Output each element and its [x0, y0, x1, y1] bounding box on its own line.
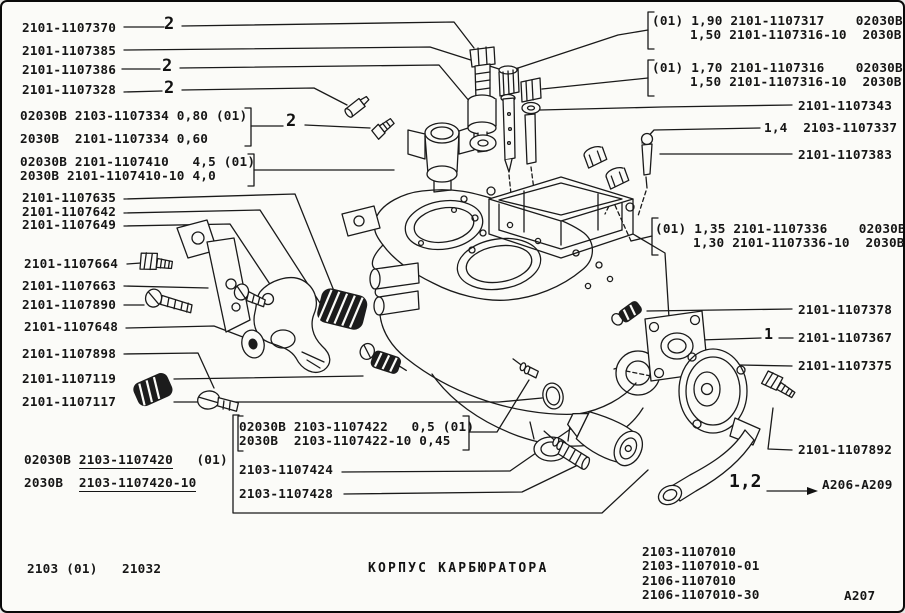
- short-screw-part: [233, 283, 266, 308]
- part-option-label: 02030В 2103-1107334 0,80 (01): [20, 108, 248, 123]
- part-label: 2101-1107664: [24, 256, 119, 271]
- part-option-label: 1,30 2101-1107336-10 2030В: [693, 235, 905, 250]
- assembly-number: 2106-1107010-30: [642, 587, 760, 602]
- part-label: 2101-1107343: [798, 98, 893, 113]
- part-option-label: 2030В 2103-1107422-10 0,45: [239, 433, 451, 448]
- part-label: 2101-1107890: [22, 297, 117, 312]
- model-code: 2103 (01): [27, 561, 98, 576]
- needle-screw-part: [637, 132, 654, 217]
- needle-valve-part: [543, 430, 591, 470]
- part-label: 2101-1107383: [798, 147, 893, 162]
- part-label: 2101-1107635: [22, 190, 117, 205]
- part-option-label: 2030В 2103-1107420-10: [24, 475, 197, 492]
- figure-range-reference: А206-А209: [822, 477, 893, 492]
- quantity-callout: 2: [164, 78, 175, 98]
- carburetor-body-drawing: [133, 46, 796, 506]
- part-label: 2103-1107424: [239, 462, 334, 477]
- part-label: 2101-1107375: [798, 358, 893, 373]
- part-option-label: 02030В 2101-1107410 4,5 (01): [20, 154, 256, 169]
- emulsion-tube-part: [498, 65, 520, 195]
- part-option-label: (01) 1,35 2101-1107336 02030В: [655, 221, 905, 236]
- plunger-valve-part: [567, 411, 644, 467]
- part-option-label: (01) 1,70 2101-1107316 02030В: [652, 60, 903, 75]
- leader-lines: [121, 11, 818, 514]
- quantity-callout: 2: [162, 56, 173, 76]
- part-label: 2101-1107642: [22, 204, 117, 219]
- main-jet-holder-part: [467, 46, 497, 153]
- part-label: 2101-1107378: [798, 302, 893, 317]
- part-option-label: 2030В 2101-1107410-10 4,0: [20, 168, 216, 183]
- spring-screw-part: [359, 342, 407, 374]
- part-label: 1,4 2103-1107337: [764, 120, 898, 135]
- float-bowl: [486, 176, 635, 259]
- part-label: 2101-1107119: [22, 371, 117, 386]
- lever-part: [253, 277, 331, 373]
- part-label: 2101-1107648: [24, 319, 119, 334]
- small-spring-part: [133, 373, 173, 407]
- part-label: 2101-1107328: [22, 82, 117, 97]
- part-label: 2101-1107386: [22, 62, 117, 77]
- part-label: 2101-1107663: [22, 278, 117, 293]
- page-title: КОРПУС КАРБЮРАТОРА: [368, 561, 549, 576]
- air-jet-part: [520, 77, 542, 191]
- part-option-label: 1,50 2101-1107316-10 2030В: [690, 27, 902, 42]
- part-option-label: (01) 1,90 2101-1107317 02030В: [652, 13, 903, 28]
- pan-screw-part: [197, 390, 239, 412]
- part-option-label: 1,50 2101-1107316-10 2030В: [690, 74, 902, 89]
- washer-part: [241, 329, 265, 359]
- assembly-number: 2103-1107010-01: [642, 558, 760, 573]
- part-label: 2101-1107117: [22, 394, 117, 409]
- part-option-label: 02030В 2103-1107422 0,5 (01): [239, 419, 475, 434]
- long-screw-part: [144, 288, 193, 314]
- quantity-callout: 2: [164, 14, 175, 34]
- gasket-and-bores: [373, 189, 614, 301]
- part-label: 2101-1107370: [22, 20, 117, 35]
- part-option-label: 02030В 2103-1107420 (01): [24, 452, 228, 469]
- quantity-callout: 2: [286, 111, 297, 131]
- small-bolt-part: [371, 117, 395, 140]
- part-option-label: 2030В 2101-1107334 0,60: [20, 131, 209, 146]
- figure-code: А207: [844, 588, 876, 603]
- part-label: 2103-1107428: [239, 486, 334, 501]
- part-label: 2101-1107649: [22, 217, 117, 232]
- plug-parts: [583, 145, 630, 215]
- bracket-part: [176, 219, 251, 333]
- item-range-callout: 1,2: [729, 471, 762, 492]
- assembly-number: 2103-1107010: [642, 544, 737, 559]
- assembly-number: 2106-1107010: [642, 573, 737, 588]
- o-ring-part: [542, 382, 564, 410]
- item-number-callout: 1: [764, 325, 774, 343]
- part-label: 2101-1107367: [798, 330, 893, 345]
- return-spring-part: [317, 288, 368, 330]
- model-code: 21032: [122, 561, 162, 576]
- part-label: 2101-1107898: [22, 346, 117, 361]
- diaphragm-assembly: [611, 301, 796, 506]
- part-label: 2101-1107385: [22, 43, 117, 58]
- part-label: 2101-1107892: [798, 442, 893, 457]
- needle-valve-small: [512, 358, 539, 379]
- small-jet-part: [344, 95, 370, 118]
- venturi-part: [407, 122, 475, 193]
- hex-bolt-part: [139, 252, 174, 271]
